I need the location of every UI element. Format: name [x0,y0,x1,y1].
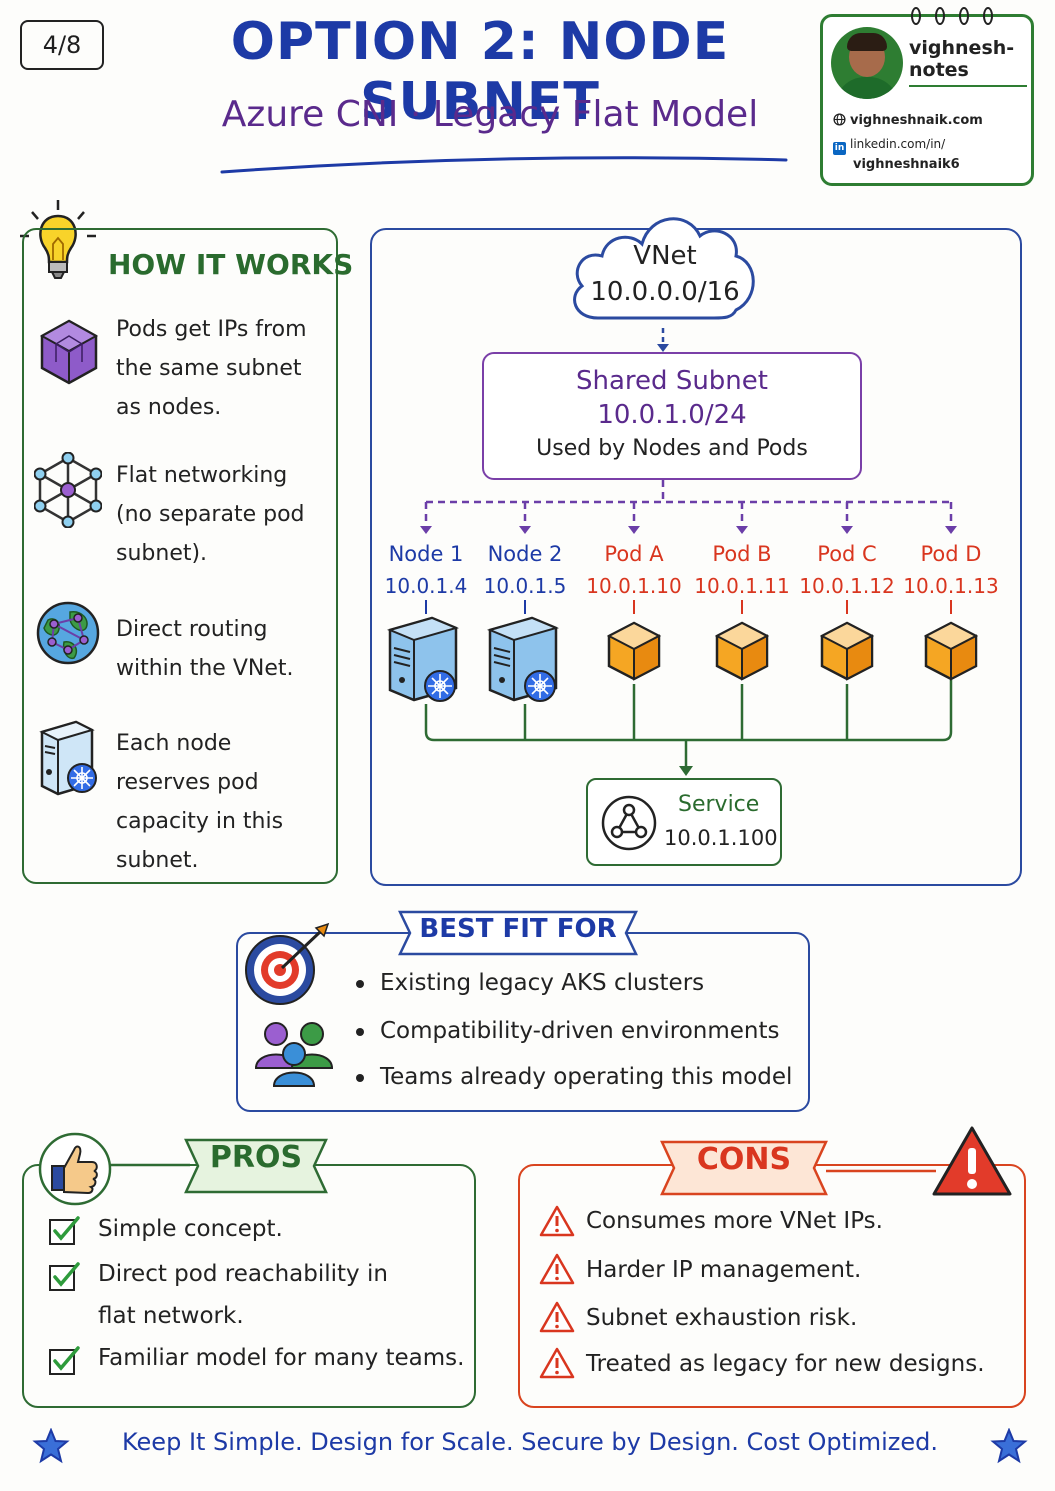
best-fit-text: Existing legacy AKS clusters [380,970,705,996]
how-it-works-title: HOW IT WORKS [108,248,354,281]
node-server-icon[interactable] [384,614,466,706]
alert-icon [539,1301,575,1333]
checkbox-icon [49,1216,80,1245]
pod-label: Pod B [712,542,772,566]
node-server-icon[interactable] [484,614,566,706]
warning-icon [932,1126,1012,1196]
best-fit-text: Compatibility-driven environments [380,1018,780,1044]
subnet-cidr: 10.0.1.0/24 [597,400,747,430]
author-brand: vighnesh-notes [909,37,1015,81]
checkbox-icon [49,1346,80,1375]
pros-item: Familiar model for many teams. [98,1345,465,1371]
vnet-cidr: 10.0.0.0/16 [590,277,740,307]
pros-banner [184,1138,328,1194]
pod-cube-icon[interactable] [714,620,770,682]
pod-label: Pod A [604,542,664,566]
author-linkedin[interactable]: in linkedin.com/in/ [833,137,945,155]
pros-item: Direct pod reachability in flat network. [98,1261,388,1329]
linkedin-prefix: linkedin.com/in/ [850,137,946,151]
service-icon [601,795,657,851]
binder-ring-icon [911,7,921,25]
avatar [831,27,903,99]
globe-icon [36,601,100,665]
vnet-cloud-icon [573,217,755,320]
cube-icon [39,319,99,385]
node-label: Node 1 [388,542,464,566]
author-website[interactable]: vighneshnaik.com [833,113,983,128]
binder-ring-icon [959,7,969,25]
best-fit-item: Teams already operating this model [356,1064,792,1090]
pros-item: Simple concept. [98,1216,283,1242]
pod-ip: 10.0.1.13 [903,574,999,598]
pros-title: PROS [209,1140,303,1175]
website-text: vighneshnaik.com [850,113,983,128]
subnet-note: Used by Nodes and Pods [536,436,808,461]
checkbox-icon [49,1262,80,1291]
pod-label: Pod C [817,542,877,566]
cons-banner [660,1140,828,1196]
linkedin-handle: vighneshnaik6 [853,157,960,172]
team-icon [254,1022,334,1087]
cons-item: Consumes more VNet IPs. [586,1208,883,1234]
alert-icon [539,1205,575,1237]
author-card: vighnesh-notes vighneshnaik.com in linked… [820,7,1034,186]
best-fit-item: Compatibility-driven environments [356,1018,780,1044]
server-icon [39,720,97,796]
cons-item: Harder IP management. [586,1257,862,1283]
shared-subnet-box: Shared Subnet 10.0.1.0/24 Used by Nodes … [482,352,862,480]
cons-title: CONS [696,1142,792,1177]
node-label: Node 2 [487,542,563,566]
vnet-name: VNet [633,241,697,271]
linkedin-icon: in [833,142,846,155]
network-icon [34,452,102,528]
cons-item: Subnet exhaustion risk. [586,1305,858,1331]
service-box[interactable]: Service 10.0.1.100 [586,778,782,866]
binder-ring-icon [983,7,993,25]
service-label: Service [678,792,760,817]
pod-ip: 10.0.1.10 [586,574,682,598]
best-fit-text: Teams already operating this model [380,1064,793,1090]
best-fit-item: Existing legacy AKS clusters [356,970,704,996]
star-icon [32,1428,70,1464]
title-underline [220,156,788,174]
connector-lines [420,328,957,776]
how-item-text: Flat networking (no separate pod subnet)… [116,463,305,566]
how-item-text: Each node reserves pod capacity in this … [116,731,284,873]
how-item-text: Pods get IPs from the same subnet as nod… [116,317,307,420]
target-icon [245,922,330,1005]
binder-ring-icon [935,7,945,25]
star-icon [990,1428,1028,1464]
best-fit-title: BEST FIT FOR [419,914,617,944]
lightbulb-icon [20,200,96,279]
pod-ip: 10.0.1.11 [694,574,790,598]
best-fit-banner [398,910,638,956]
pod-cube-icon[interactable] [606,620,662,682]
vnet-label: VNet 10.0.0.0/16 [570,238,760,310]
node-ip: 10.0.1.4 [384,574,468,598]
alert-icon [539,1253,575,1285]
footer-tagline: Keep It Simple. Design for Scale. Secure… [122,1428,938,1456]
how-item-text: Direct routing within the VNet. [116,617,294,681]
how-it-works-panel [22,228,338,884]
globe-icon [833,113,846,126]
card-divider [909,85,1027,87]
page-indicator: 4/8 [20,20,104,70]
pros-connector [110,1163,190,1167]
cons-item: Treated as legacy for new designs. [586,1351,985,1377]
pod-cube-icon[interactable] [923,620,979,682]
node-ip: 10.0.1.5 [483,574,567,598]
alert-icon [539,1347,575,1379]
cons-connector [826,1169,936,1173]
thumbs-up-icon [38,1132,112,1206]
service-ip: 10.0.1.100 [664,826,778,850]
page-title: OPTION 2: NODE SUBNET [230,12,730,132]
subnet-name: Shared Subnet [576,366,768,396]
pod-cube-icon[interactable] [819,620,875,682]
page-subtitle: Azure CNI · Legacy Flat Model [221,94,759,135]
pod-ip: 10.0.1.12 [799,574,895,598]
pod-label: Pod D [920,542,982,566]
